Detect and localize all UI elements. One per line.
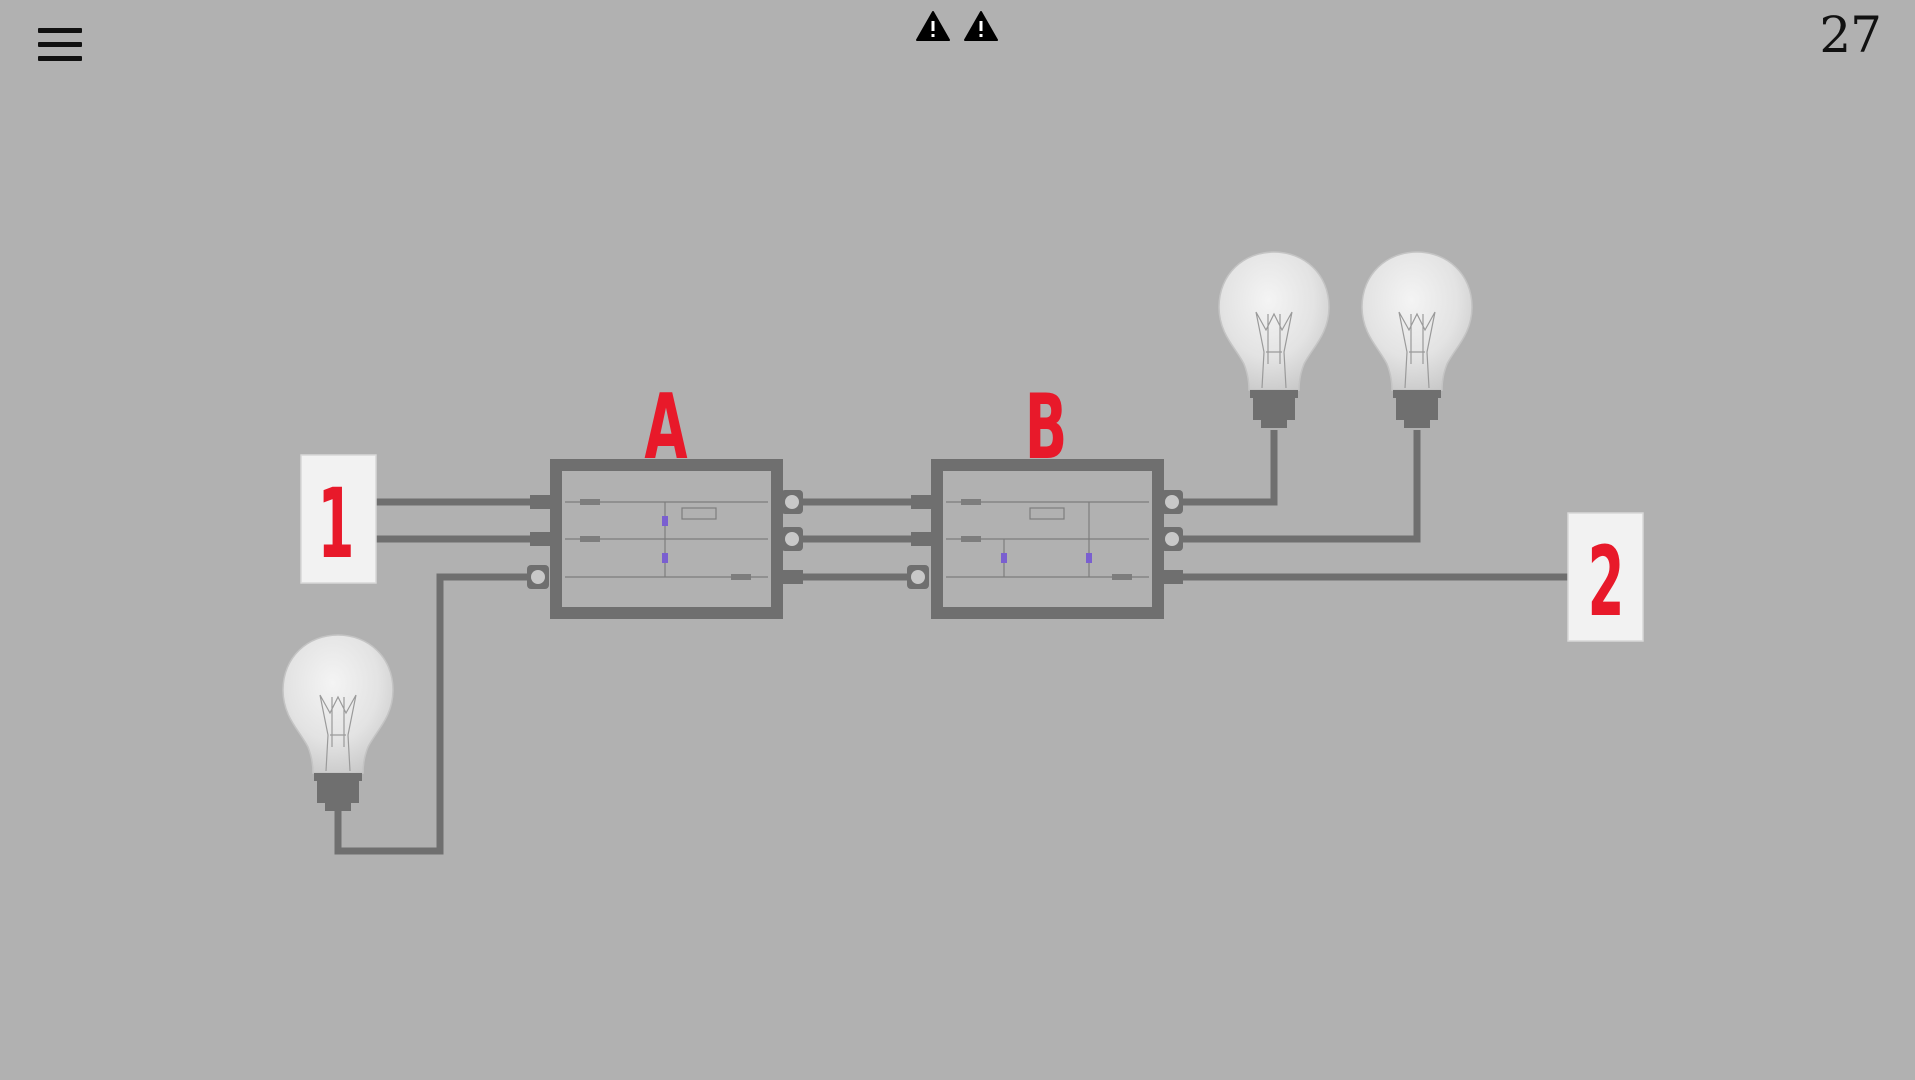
junction-box-a[interactable]: A xyxy=(527,375,803,619)
menu-button[interactable] xyxy=(36,26,84,64)
wire xyxy=(1172,430,1278,506)
box-label-b: B xyxy=(1025,375,1068,480)
wire xyxy=(1172,430,1421,543)
lightbulb-icon xyxy=(1361,251,1473,429)
switch-number-1: 1 xyxy=(318,469,355,581)
box-label-a: A xyxy=(644,375,687,480)
menu-bar xyxy=(38,56,82,61)
menu-bar xyxy=(38,42,82,47)
junction-box-b[interactable]: B xyxy=(907,375,1183,619)
wire xyxy=(334,573,538,855)
lightbulb-icon xyxy=(282,634,394,812)
lightbulb-icon xyxy=(1218,251,1330,429)
level-number: 27 xyxy=(1819,6,1882,64)
switch-card-2[interactable]: 2 xyxy=(1567,512,1644,642)
warning-icon xyxy=(916,11,950,41)
wires xyxy=(334,430,1568,855)
warning-icon xyxy=(964,11,998,41)
warning-indicators xyxy=(912,10,1002,44)
switch-number-2: 2 xyxy=(1588,527,1625,639)
switch-card-1[interactable]: 1 xyxy=(300,454,377,584)
menu-bar xyxy=(38,28,82,33)
